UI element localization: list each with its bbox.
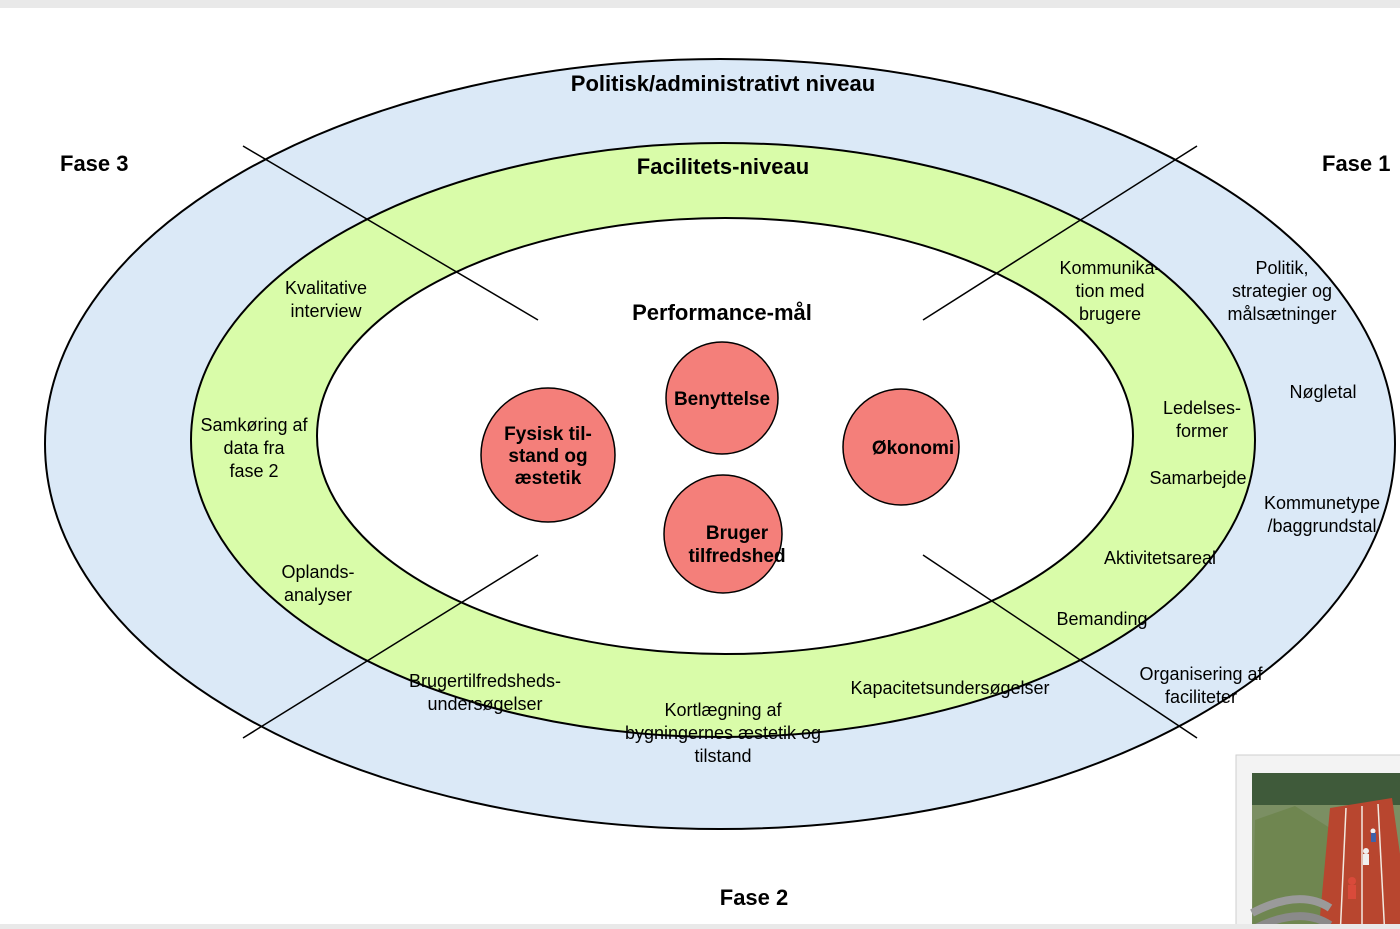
item-politik-line: målsætninger xyxy=(1227,304,1336,324)
goal-label-okonomi: Økonomi xyxy=(872,438,954,459)
goal-circle-bruger xyxy=(663,474,783,594)
item-kommunikation-line: tion med xyxy=(1075,281,1144,301)
item-kommunetype: Kommunetype/baggrundstal xyxy=(1264,493,1380,536)
item-aktivitetsareal: Aktivitetsareal xyxy=(1104,548,1216,568)
divider-top-left xyxy=(242,145,539,321)
item-kommunikation: Kommunika-tion med brugere xyxy=(1059,258,1160,324)
item-samkoring-line: Samkøring af xyxy=(200,415,308,435)
item-kortlaegning-line: bygningernes æstetik og xyxy=(625,723,821,743)
item-organisering: Organisering af faciliteter xyxy=(1139,664,1263,707)
item-kommunikation-line: brugere xyxy=(1079,304,1141,324)
goal-label-fysisk-line: Fysisk til- xyxy=(504,424,592,445)
track-photo xyxy=(1235,754,1400,924)
goal-label-bruger-line: tilfredshed xyxy=(688,546,785,567)
performance-model-diagram: Fase 1 Fase 3 Fase 2 Politisk/administra… xyxy=(44,58,1400,924)
item-brugertilfredsheds-line: undersøgelser xyxy=(427,694,542,714)
item-bemanding-line: Bemanding xyxy=(1056,609,1147,629)
item-oplands: Oplands-analyser xyxy=(281,562,354,605)
item-politik: Politik, strategier og målsætninger xyxy=(1227,258,1336,324)
outer-level-title: Politisk/administrativt niveau xyxy=(571,71,875,96)
item-ledelsesformer-line: Ledelses- xyxy=(1163,398,1241,418)
item-kvalitative-line: interview xyxy=(290,301,362,321)
goal-label-fysisk-line: stand og xyxy=(508,446,587,467)
item-kvalitative-line: Kvalitative xyxy=(285,278,367,298)
item-kortlaegning-line: tilstand xyxy=(694,746,751,766)
goal-circle-fysisk xyxy=(480,387,616,523)
item-kommunetype-line: Kommunetype xyxy=(1264,493,1380,513)
item-kapacitet: Kapacitetsundersøgelser xyxy=(850,678,1049,698)
item-politik-line: Politik, xyxy=(1255,258,1308,278)
item-ledelsesformer: Ledelses-former xyxy=(1163,398,1241,441)
item-brugertilfredsheds: Brugertilfredsheds-undersøgelser xyxy=(409,671,561,714)
item-nogletal-line: Nøgletal xyxy=(1289,382,1356,402)
item-organisering-line: Organisering af xyxy=(1139,664,1263,684)
item-kortlaegning-line: Kortlægning af xyxy=(664,700,782,720)
middle-level-title: Facilitets-niveau xyxy=(637,154,809,179)
goal-label-okonomi-line: Økonomi xyxy=(872,438,954,459)
fase1-label: Fase 1 xyxy=(1322,151,1391,176)
item-aktivitetsareal-line: Aktivitetsareal xyxy=(1104,548,1216,568)
item-nogletal: Nøgletal xyxy=(1289,382,1356,402)
item-kvalitative: Kvalitative interview xyxy=(285,278,367,321)
inner-level-title: Performance-mål xyxy=(632,300,812,325)
item-kommunikation-line: Kommunika- xyxy=(1059,258,1160,278)
item-ledelsesformer-line: former xyxy=(1176,421,1228,441)
item-samkoring-line: fase 2 xyxy=(229,461,278,481)
fase3-label: Fase 3 xyxy=(60,151,129,176)
item-samkoring: Samkøring af data fra fase 2 xyxy=(200,415,308,481)
item-kommunetype-line: /baggrundstal xyxy=(1267,516,1376,536)
item-politik-line: strategier og xyxy=(1232,281,1332,301)
fase2-label: Fase 2 xyxy=(720,885,789,910)
item-brugertilfredsheds-line: Brugertilfredsheds- xyxy=(409,671,561,691)
divider-bottom-left xyxy=(242,554,539,739)
slide: Fase 1 Fase 3 Fase 2 Politisk/administra… xyxy=(0,8,1400,924)
goal-label-benyttelse-line: Benyttelse xyxy=(674,389,770,410)
divider-top-right xyxy=(922,145,1198,321)
item-oplands-line: Oplands- xyxy=(281,562,354,582)
goal-circle-benyttelse xyxy=(665,341,779,455)
item-oplands-line: analyser xyxy=(284,585,352,605)
item-organisering-line: faciliteter xyxy=(1165,687,1237,707)
goal-label-bruger-line: Bruger xyxy=(706,523,769,544)
goal-label-benyttelse: Benyttelse xyxy=(674,389,770,410)
item-kapacitet-line: Kapacitetsundersøgelser xyxy=(850,678,1049,698)
goal-label-fysisk-line: æstetik xyxy=(515,468,582,489)
divider-bottom-right xyxy=(922,554,1198,739)
item-samarbejde-line: Samarbejde xyxy=(1149,468,1246,488)
item-samkoring-line: data fra xyxy=(223,438,285,458)
item-samarbejde: Samarbejde xyxy=(1149,468,1246,488)
item-bemanding: Bemanding xyxy=(1056,609,1147,629)
item-kortlaegning: Kortlægning af bygningernes æstetik og til… xyxy=(625,700,821,766)
goal-circle-okonomi xyxy=(842,388,960,506)
